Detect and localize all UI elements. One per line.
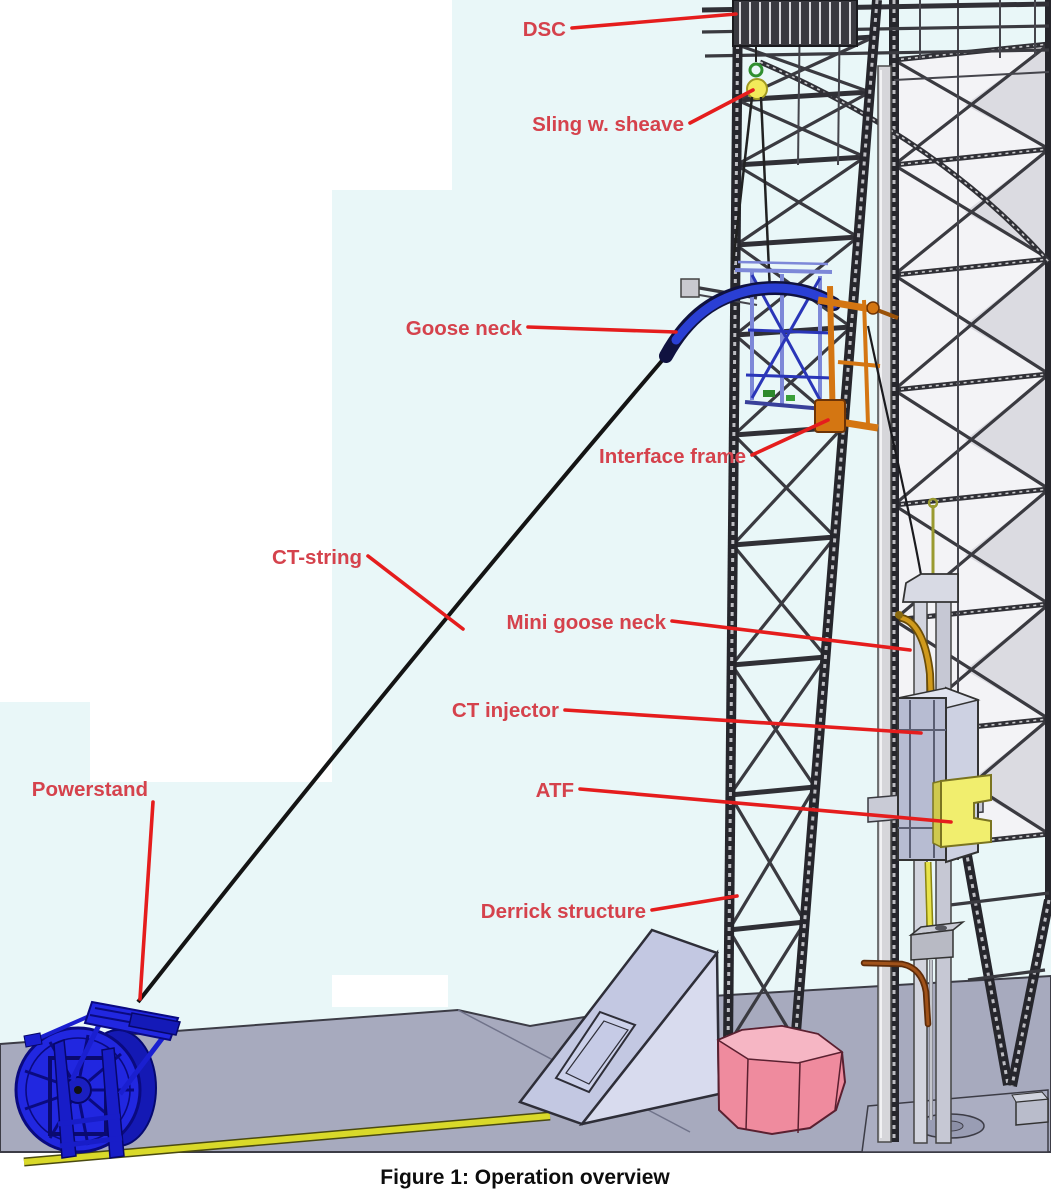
goose-neck-label: Goose neck — [406, 317, 523, 340]
sheave — [746, 78, 768, 100]
dsc-label: DSC — [523, 18, 566, 41]
green-fitting — [763, 390, 775, 397]
ct-injector-label: CT injector — [452, 699, 559, 722]
figure-caption: Figure 1: Operation overview — [380, 1166, 670, 1189]
service-cable — [866, 325, 926, 593]
powerstand-leader-line — [138, 800, 155, 1001]
wellhead-block — [910, 929, 954, 961]
ct-string-leader-line — [366, 554, 465, 631]
tubing-below-atf — [926, 861, 932, 931]
pink-base-structure — [716, 1024, 847, 1136]
sling-cable-left — [731, 96, 754, 265]
label-goose-neck: Goose neck — [406, 317, 678, 340]
derrick-structure-label: Derrick structure — [481, 900, 646, 923]
goose-neck-arc — [671, 283, 839, 345]
derrick-structure-leader-line — [650, 894, 739, 912]
goose-neck-assembly — [659, 260, 926, 593]
label-atf: ATF — [536, 779, 953, 824]
injector-carriage — [901, 573, 959, 603]
interface-frame-label: Interface frame — [599, 445, 746, 468]
label-mini-goose-neck: Mini goose neck — [507, 611, 912, 652]
powerstand-label: Powerstand — [32, 778, 148, 801]
mini-goose-neck-leader-line — [670, 619, 912, 652]
annotations: DSC Sling w. sheave Goose neck Interface… — [32, 12, 953, 1001]
deck-wedge — [517, 928, 721, 1126]
label-dsc: DSC — [523, 12, 738, 41]
dsc-leader-line — [570, 12, 738, 30]
label-ct-string: CT-string — [272, 546, 465, 631]
deck-box — [1015, 1098, 1049, 1126]
sling-label: Sling w. sheave — [532, 113, 684, 136]
goose-neck-leader-line — [526, 325, 678, 334]
label-interface-frame: Interface frame — [599, 418, 830, 468]
powerstand — [23, 1000, 181, 1096]
guide-mast — [877, 65, 892, 1143]
mini-goose-neck-label: Mini goose neck — [507, 611, 667, 634]
interface-frame-leader-line — [750, 418, 830, 457]
ct-reel — [14, 1026, 157, 1159]
dsc-block — [732, 0, 858, 47]
return-pipe — [862, 961, 930, 1026]
sling-leader-line — [688, 88, 755, 125]
sling-and-sheave — [731, 46, 772, 293]
pole-ring — [927, 497, 939, 509]
label-ct-injector: CT injector — [452, 699, 923, 735]
sling-cable-right — [759, 96, 772, 293]
label-sling-w-sheave: Sling w. sheave — [532, 88, 755, 136]
atf-label: ATF — [536, 779, 574, 802]
ct-string-label: CT-string — [272, 546, 362, 569]
ct-injector-leader-line — [563, 708, 923, 735]
atf-leader-line — [578, 787, 953, 824]
label-powerstand: Powerstand — [32, 778, 155, 1001]
green-shackle — [748, 62, 764, 78]
label-derrick-structure: Derrick structure — [481, 894, 739, 923]
interface-frame-block — [814, 399, 846, 433]
green-fitting — [786, 395, 795, 401]
ct-string-line — [136, 354, 668, 1004]
atf-block — [940, 773, 992, 849]
mini-goose-neck-pipe — [899, 615, 934, 705]
